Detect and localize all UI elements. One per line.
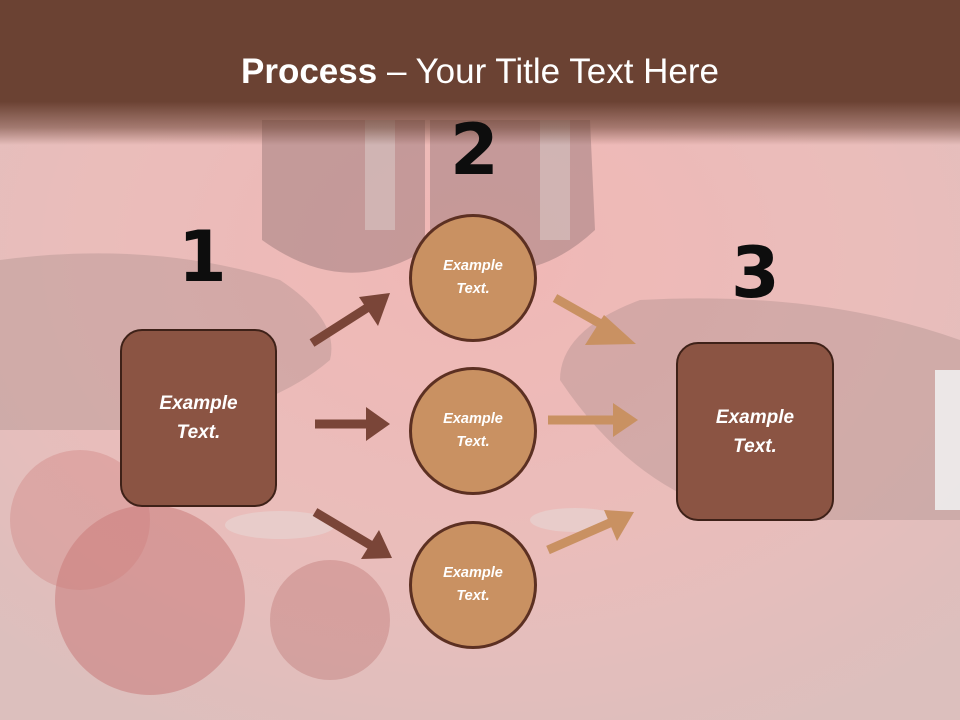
process-circle-bottom[interactable]: Example Text.	[409, 521, 537, 649]
process-circle-middle[interactable]: Example Text.	[409, 367, 537, 495]
step-number-3: 3	[731, 232, 780, 314]
arrow-top-to-right	[552, 294, 636, 345]
arrow-left-to-top	[309, 293, 390, 347]
title-rest: – Your Title Text Here	[377, 52, 719, 91]
process-circle-top[interactable]: Example Text.	[409, 214, 537, 342]
title-bar	[0, 0, 960, 145]
process-circle-middle-text: Example Text.	[443, 411, 503, 450]
arrow-left-to-middle	[315, 407, 390, 441]
slide-title: Process – Your Title Text Here	[0, 52, 960, 92]
process-box-right-text: Example Text.	[715, 406, 795, 457]
arrow-middle-to-right	[548, 403, 638, 437]
process-box-right[interactable]: Example Text.	[676, 342, 834, 521]
process-circle-top-text: Example Text.	[443, 258, 503, 297]
step-number-2: 2	[450, 109, 499, 191]
process-box-left[interactable]: Example Text.	[120, 329, 277, 507]
arrow-left-to-bottom	[312, 508, 392, 559]
process-box-left-text: Example Text.	[159, 393, 238, 443]
title-bold: Process	[241, 52, 378, 91]
process-circle-bottom-text: Example Text.	[443, 565, 503, 604]
step-number-1: 1	[178, 216, 227, 298]
arrow-bottom-to-right	[546, 510, 634, 555]
